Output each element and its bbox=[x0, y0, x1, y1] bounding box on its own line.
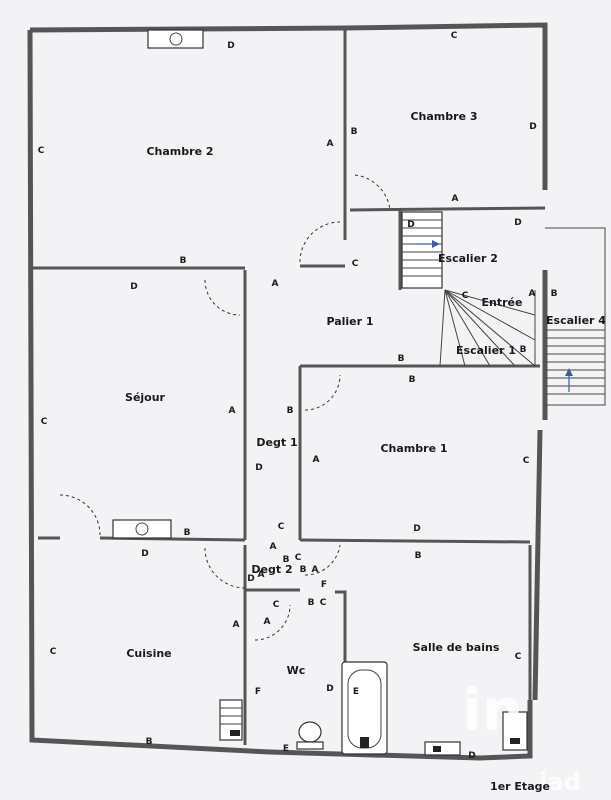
wall-label: A bbox=[452, 194, 459, 204]
wall-label: D bbox=[141, 549, 148, 559]
wall-label: D bbox=[130, 282, 137, 292]
wall-label: A bbox=[312, 565, 319, 575]
wall-label: B bbox=[351, 127, 358, 137]
room-label-palier-1: Palier 1 bbox=[326, 315, 373, 328]
wall-label: A bbox=[270, 542, 277, 552]
kitchen-appliance bbox=[219, 699, 243, 741]
wall-label: B bbox=[184, 528, 191, 538]
wall-label: A bbox=[264, 617, 271, 627]
room-label-wc: Wc bbox=[287, 664, 306, 677]
wall-label: D bbox=[413, 524, 420, 534]
wall-letters: D C A B C B D A D D C A B C A B B D C A … bbox=[38, 31, 558, 761]
room-label-chambre-3: Chambre 3 bbox=[410, 110, 477, 123]
wall-label: B bbox=[398, 354, 405, 364]
wall-label: C bbox=[352, 259, 359, 269]
floor-label: 1er Etage bbox=[490, 780, 550, 793]
wall-label: D bbox=[529, 122, 536, 132]
door-swings bbox=[59, 174, 391, 641]
room-label-degt-2: Degt 2 bbox=[251, 563, 292, 576]
wall-label: E bbox=[353, 687, 359, 697]
watermark-sub: iad bbox=[539, 768, 581, 796]
staircase-4 bbox=[545, 227, 606, 406]
wall-label: C bbox=[50, 647, 57, 657]
wall-label: B bbox=[300, 565, 307, 575]
staircase-1 bbox=[439, 289, 536, 367]
room-label-chambre-2: Chambre 2 bbox=[146, 145, 213, 158]
room-label-entree: Entrée bbox=[482, 296, 523, 309]
watermark-logo: in iad bbox=[462, 676, 581, 796]
wall-label: A bbox=[233, 620, 240, 630]
wall-label: C bbox=[273, 600, 280, 610]
wall-label: E bbox=[283, 744, 289, 754]
toilet bbox=[296, 721, 324, 750]
wall-label: C bbox=[41, 417, 48, 427]
wall-label: A bbox=[229, 406, 236, 416]
room-label-chambre-1: Chambre 1 bbox=[380, 442, 447, 455]
chimney-top bbox=[147, 29, 204, 49]
wall-label: A bbox=[313, 455, 320, 465]
wall-label: C bbox=[295, 553, 302, 563]
wall-label: B bbox=[520, 345, 527, 355]
outer-walls bbox=[27, 22, 548, 761]
room-label-escalier-2: Escalier 2 bbox=[438, 252, 498, 265]
staircase-2 bbox=[401, 211, 443, 289]
wall-label: C bbox=[451, 31, 458, 41]
room-label-escalier-1: Escalier 1 bbox=[456, 344, 516, 357]
wall-label: D bbox=[247, 574, 254, 584]
wall-label: A bbox=[327, 139, 334, 149]
wall-label: A bbox=[529, 289, 536, 299]
room-label-salle-de-bains: Salle de bains bbox=[413, 641, 500, 654]
wall-label: B bbox=[146, 737, 153, 747]
bathtub bbox=[341, 661, 388, 755]
wall-label: B bbox=[409, 375, 416, 385]
wall-label: B bbox=[287, 406, 294, 416]
wall-label: D bbox=[407, 220, 414, 230]
wall-label: D bbox=[326, 684, 333, 694]
interior-walls bbox=[32, 28, 546, 750]
room-label-cuisine: Cuisine bbox=[126, 647, 171, 660]
wall-label: D bbox=[227, 41, 234, 51]
wall-label: F bbox=[321, 580, 327, 590]
wall-label: C bbox=[515, 652, 522, 662]
wall-label: D bbox=[255, 463, 262, 473]
wall-label: B bbox=[551, 289, 558, 299]
wall-label: D bbox=[468, 751, 475, 761]
sink-right bbox=[502, 711, 528, 751]
wall-label: A bbox=[258, 570, 265, 580]
wall-label: B bbox=[308, 598, 315, 608]
wall-label: C bbox=[523, 456, 530, 466]
wall-label: C bbox=[278, 522, 285, 532]
wall-label: B bbox=[415, 551, 422, 561]
wall-label: B bbox=[180, 256, 187, 266]
wall-label: C bbox=[320, 598, 327, 608]
room-label-escalier-4: Escalier 4 bbox=[546, 314, 606, 327]
wall-label: A bbox=[272, 279, 279, 289]
wall-label: C bbox=[462, 291, 469, 301]
wall-label: F bbox=[255, 687, 261, 697]
chimney-sejour bbox=[112, 519, 172, 539]
room-labels: Chambre 2 Chambre 3 Escalier 2 Entrée Es… bbox=[125, 110, 606, 677]
wall-label: D bbox=[514, 218, 521, 228]
wall-label: C bbox=[38, 146, 45, 156]
room-label-sejour: Séjour bbox=[125, 391, 166, 404]
sink-bathroom bbox=[424, 741, 461, 756]
wall-label: B bbox=[283, 555, 290, 565]
room-label-degt-1: Degt 1 bbox=[256, 436, 297, 449]
watermark-main: in bbox=[462, 676, 523, 744]
